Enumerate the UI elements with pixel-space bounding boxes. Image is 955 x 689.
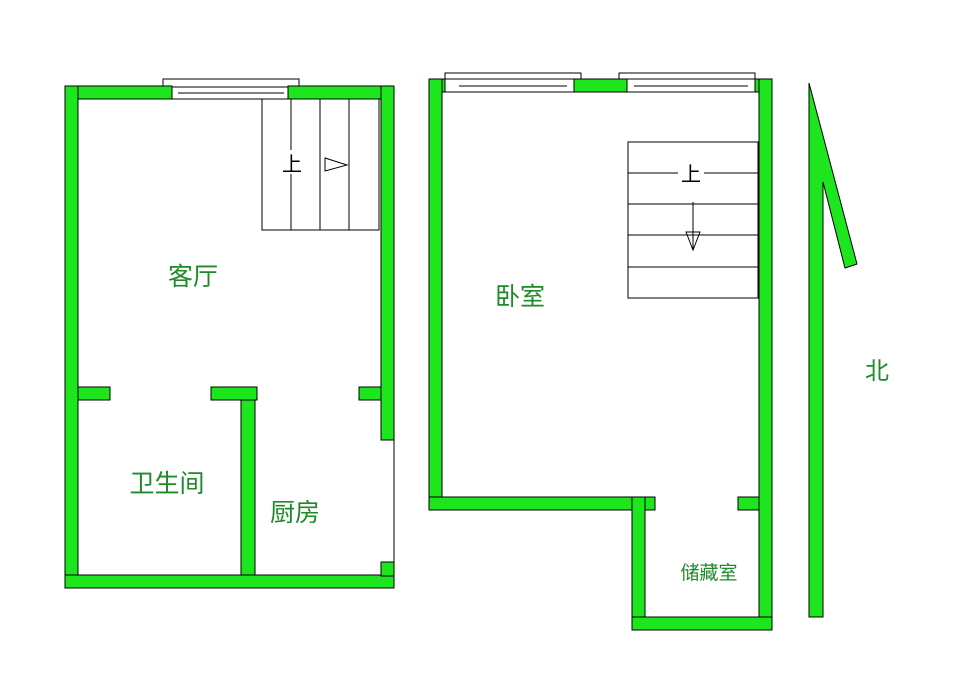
room-label-kitchen: 厨房 xyxy=(270,498,320,527)
wall xyxy=(210,386,258,401)
wall xyxy=(64,85,173,100)
wall xyxy=(64,574,395,589)
upper-floor: 上 卧室 储藏室 xyxy=(428,72,773,631)
north-label: 北 xyxy=(865,357,889,385)
room-label-living-room: 客厅 xyxy=(168,262,218,291)
wall xyxy=(380,85,395,441)
window-frame xyxy=(162,78,300,88)
wall xyxy=(287,85,395,100)
north-arrow: 北 xyxy=(808,82,889,618)
staircase-lower: 上 xyxy=(261,98,380,231)
wall xyxy=(737,496,760,511)
stair-arrow-icon xyxy=(685,231,701,252)
stair-arrow-icon xyxy=(324,157,349,172)
wall xyxy=(758,78,773,631)
stair-up-label: 上 xyxy=(282,152,302,176)
wall xyxy=(64,85,79,589)
lower-floor: 上 客厅 卫生间 厨房 xyxy=(64,78,395,589)
wall xyxy=(428,78,443,511)
room-label-bedroom: 卧室 xyxy=(495,282,545,311)
wall xyxy=(631,496,646,631)
wall xyxy=(240,399,256,576)
room-label-bathroom: 卫生间 xyxy=(129,469,204,498)
wall xyxy=(428,496,656,511)
stair-up-label: 上 xyxy=(681,162,701,186)
wall xyxy=(358,386,382,401)
staircase-upper: 上 xyxy=(627,141,759,299)
wall xyxy=(573,78,628,93)
wall xyxy=(380,561,395,577)
room-label-storage: 储藏室 xyxy=(680,562,737,584)
north-arrow-icon xyxy=(808,82,858,618)
wall xyxy=(77,386,111,401)
wall xyxy=(631,616,773,631)
